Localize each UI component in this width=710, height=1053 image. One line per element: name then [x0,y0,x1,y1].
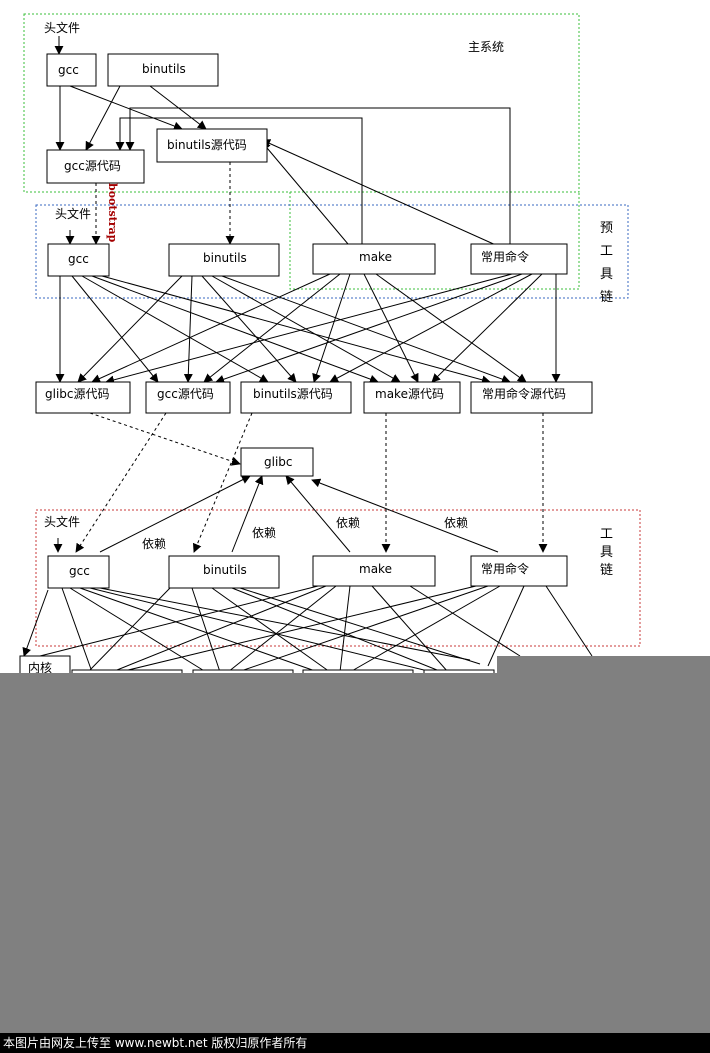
watermark-footer: 本图片由网友上传至 www.newbt.net 版权归原作者所有 [0,1033,710,1053]
pre-gcc-node: gcc [47,243,110,277]
host-system-region-ext [289,192,580,290]
svg-text:常用命令: 常用命令 [481,249,529,264]
pre-toolchain-label-2: 工 [600,244,613,259]
host-system-label: 主系统 [468,40,504,54]
pre-binutils-node: binutils [168,243,280,277]
svg-text:binutils: binutils [142,62,186,76]
svg-text:常用命令源代码: 常用命令源代码 [482,386,566,401]
svg-text:gcc: gcc [68,252,89,266]
gcc-source-node-1: gcc源代码 [46,149,145,184]
binutils-source-node-1: binutils源代码 [156,128,268,163]
svg-text:make: make [359,562,392,576]
host-binutils-node: binutils [107,53,219,87]
occlusion-overlay [0,673,710,1033]
svg-text:binutils: binutils [203,563,247,577]
host-gcc-node: gcc [46,53,97,87]
svg-text:gcc: gcc [58,63,79,77]
pre-toolchain-region [35,204,629,299]
toolchain-common-commands-node: 常用命令 [470,555,568,587]
svg-text:glibc源代码: glibc源代码 [45,387,110,401]
svg-text:make: make [359,250,392,264]
toolchain-gcc-node: gcc [47,555,110,589]
toolchain-label-1: 工 [600,527,613,542]
svg-text:glibc: glibc [264,455,293,469]
pre-toolchain-label-1: 预 [600,221,613,236]
common-commands-source-node: 常用命令源代码 [470,381,593,414]
bootstrap-label: bootstrap [106,183,119,243]
toolchain-label-3: 链 [600,563,613,578]
svg-text:头文件: 头文件 [55,206,91,221]
dependency-label-3: 依赖 [336,515,360,530]
occlusion-overlay-tip [497,656,710,674]
pre-common-commands-node: 常用命令 [470,243,568,275]
svg-text:gcc源代码: gcc源代码 [64,159,121,173]
toolchain-headers-node: 头文件 [44,514,80,529]
dependency-label-1: 依赖 [142,536,166,551]
make-source-node: make源代码 [363,381,461,414]
host-headers-node: 头文件 [44,20,80,35]
toolchain-label-2: 具 [600,545,613,560]
svg-text:binutils源代码: binutils源代码 [253,387,333,401]
host-system-region [23,13,580,193]
glibc-node: glibc [240,447,314,477]
svg-text:头文件: 头文件 [44,20,80,35]
svg-text:头文件: 头文件 [44,514,80,529]
pre-toolchain-label-3: 具 [600,267,613,282]
svg-text:make源代码: make源代码 [375,387,444,401]
glibc-source-node: glibc源代码 [35,381,131,414]
pre-toolchain-label-4: 链 [600,290,613,305]
gcc-source-node-2: gcc源代码 [145,381,231,414]
svg-text:gcc: gcc [69,564,90,578]
svg-text:常用命令: 常用命令 [481,561,529,576]
toolchain-make-node: make [312,555,436,587]
svg-text:gcc源代码: gcc源代码 [157,387,214,401]
toolchain-binutils-node: binutils [168,555,280,589]
pre-make-node: make [312,243,436,275]
svg-text:内核: 内核 [28,661,52,675]
dependency-label-4: 依赖 [444,515,468,530]
svg-text:binutils: binutils [203,251,247,265]
toolchain-region [35,509,641,647]
pre-headers-node: 头文件 [55,206,91,221]
svg-text:binutils源代码: binutils源代码 [167,138,247,152]
dependency-label-2: 依赖 [252,525,276,540]
binutils-source-node-2: binutils源代码 [240,381,352,414]
